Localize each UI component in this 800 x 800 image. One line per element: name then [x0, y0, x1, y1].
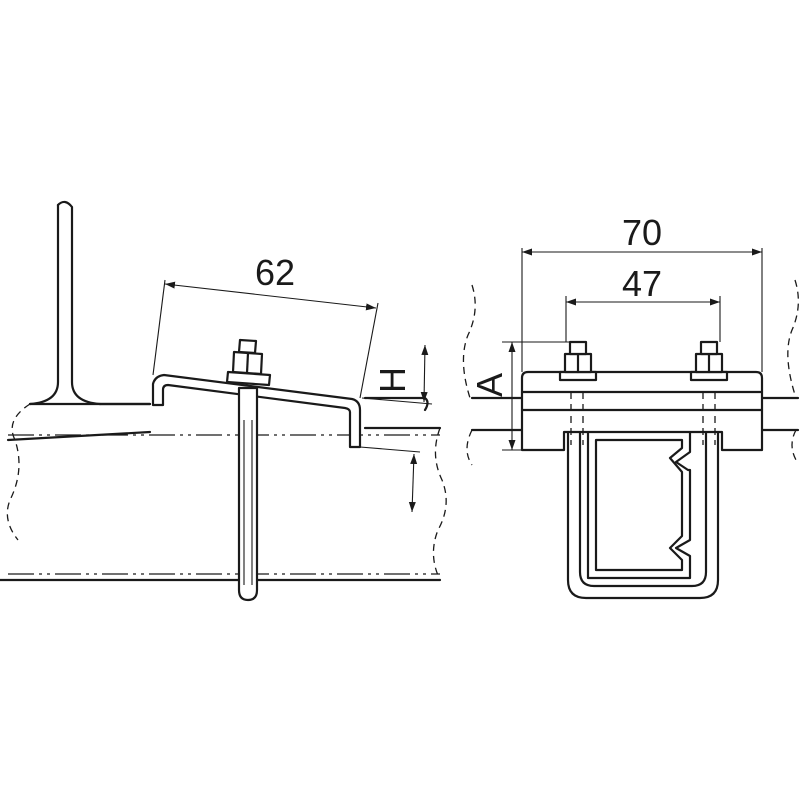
dimension-62-label: 62 [255, 252, 295, 293]
u-strap [566, 390, 720, 600]
bolt [225, 338, 272, 602]
c-channel [586, 428, 692, 580]
front-view: 70 47 A [462, 212, 800, 600]
dimension-a: A [469, 341, 570, 451]
dimension-a-label: A [469, 373, 510, 397]
rail-body [0, 426, 447, 582]
bolt-right [689, 340, 729, 445]
hanger-rod [28, 200, 102, 406]
dimension-47-label: 47 [622, 263, 662, 304]
bolt-left [558, 340, 598, 445]
side-view: 62 H [0, 200, 447, 602]
dimension-62: 62 [152, 252, 379, 399]
support-beam [6, 396, 429, 541]
dimension-h-label: H [372, 367, 413, 393]
clamp-plate [520, 370, 764, 452]
dimension-70: 70 [521, 212, 763, 372]
dimension-70-label: 70 [622, 212, 662, 253]
dimension-47: 47 [565, 263, 721, 342]
dimension-h: H [359, 344, 433, 513]
